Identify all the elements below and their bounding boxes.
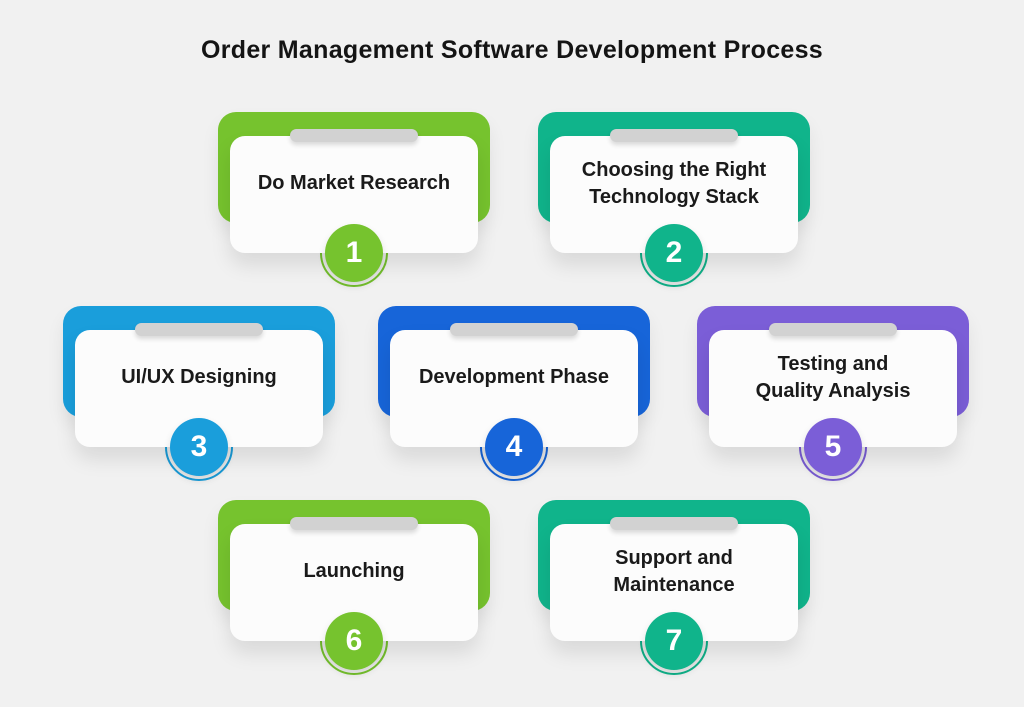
step-number-badge: 2 — [645, 224, 703, 282]
card-title: Development Phase — [419, 364, 609, 390]
process-card-7: Support and Maintenance 7 — [538, 500, 810, 678]
process-card-5: Testing and Quality Analysis 5 — [697, 306, 969, 484]
step-number: 4 — [505, 430, 523, 463]
card-title-line: Launching — [303, 560, 405, 583]
clip-pill — [610, 129, 738, 142]
card-title: Testing and Quality Analysis — [756, 351, 911, 404]
card-title-line: Quality Analysis — [755, 379, 911, 402]
card-body: Choosing the Right Technology Stack — [550, 136, 798, 253]
card-title-line: Support and — [615, 547, 733, 570]
card-title-line: Testing and — [777, 353, 889, 376]
process-card-3: UI/UX Designing 3 — [63, 306, 335, 484]
card-title: Support and Maintenance — [613, 545, 734, 598]
process-card-6: Launching 6 — [218, 500, 490, 678]
clip-pill — [769, 323, 897, 336]
step-number: 7 — [665, 624, 683, 657]
process-card-2: Choosing the Right Technology Stack 2 — [538, 112, 810, 290]
clip-pill — [290, 129, 418, 142]
card-title-line: Technology Stack — [589, 185, 759, 208]
process-card-4: Development Phase 4 — [378, 306, 650, 484]
step-number: 3 — [190, 430, 208, 463]
step-number: 1 — [345, 236, 363, 269]
card-title: Choosing the Right Technology Stack — [582, 157, 766, 210]
card-title-line: Development Phase — [418, 366, 610, 389]
card-title: Do Market Research — [258, 170, 450, 196]
step-number-badge: 7 — [645, 612, 703, 670]
card-title-line: UI/UX Designing — [121, 366, 277, 389]
card-title: UI/UX Designing — [121, 364, 277, 390]
step-number-badge: 3 — [170, 418, 228, 476]
process-card-1: Do Market Research 1 — [218, 112, 490, 290]
clip-pill — [610, 517, 738, 530]
step-number-badge: 5 — [804, 418, 862, 476]
step-number-badge: 6 — [325, 612, 383, 670]
clip-pill — [290, 517, 418, 530]
step-number: 6 — [345, 624, 363, 657]
step-number: 5 — [824, 430, 842, 463]
card-title-line: Maintenance — [613, 573, 735, 596]
step-number: 2 — [665, 236, 683, 269]
clip-pill — [450, 323, 578, 336]
step-number-badge: 4 — [485, 418, 543, 476]
card-title-line: Choosing the Right — [581, 159, 767, 182]
card-title: Launching — [303, 558, 404, 584]
clip-pill — [135, 323, 263, 336]
card-title-line: Do Market Research — [257, 172, 451, 195]
page-title: Order Management Software Development Pr… — [200, 36, 824, 64]
step-number-badge: 1 — [325, 224, 383, 282]
